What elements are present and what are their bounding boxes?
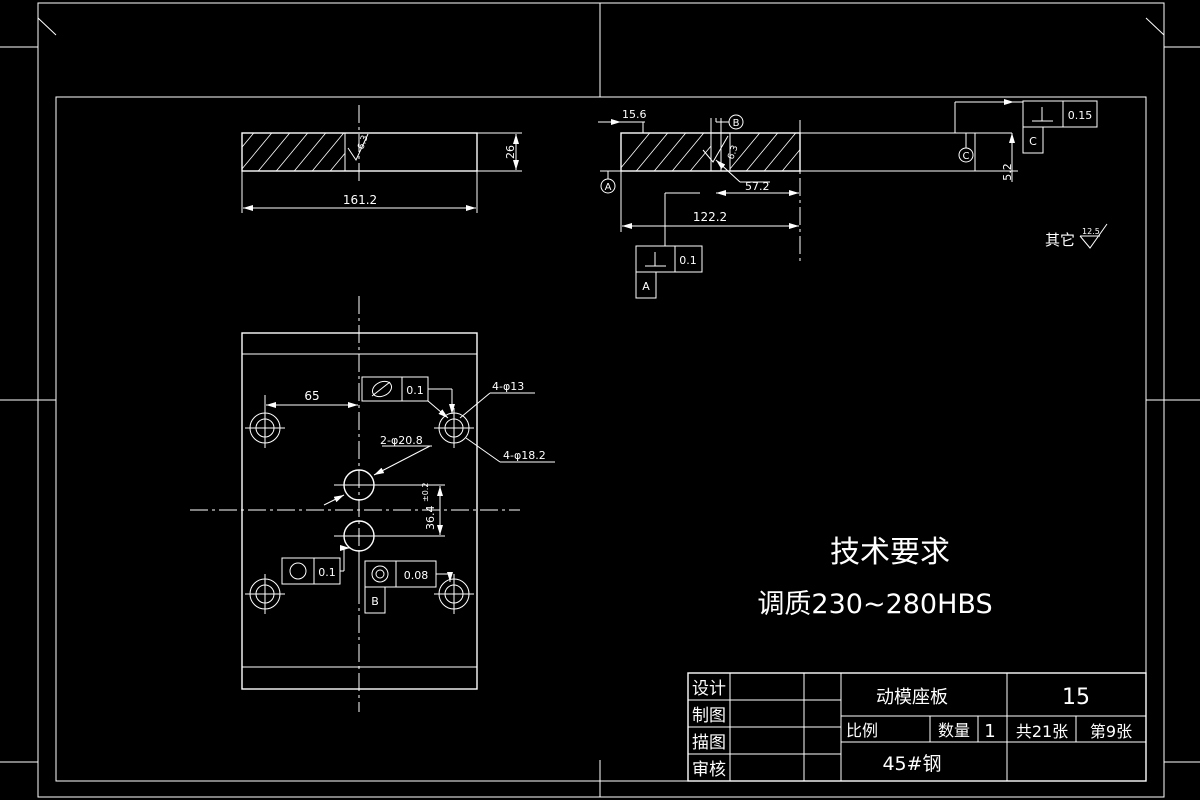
tol-perp-a: 0.1 <box>679 254 697 267</box>
corner-hole-top-right <box>434 408 474 448</box>
dim-122-2: 122.2 <box>693 210 727 224</box>
tol-coax: 0.08 <box>404 569 429 582</box>
dim-57-2: 57.2 <box>745 180 770 193</box>
top-view: 6.3 26 161.2 <box>241 105 522 213</box>
section-view: 15.6 B 6.3 57.2 122.2 A 0.1 A <box>598 99 1098 299</box>
sign-row-1: 制图 <box>692 706 726 726</box>
corner-hole-bottom-right <box>434 574 474 614</box>
dim-36-4-tol: ±0.2 <box>421 483 430 502</box>
sign-row-3: 审核 <box>692 760 726 780</box>
plan-view: 65 0.1 4-φ13 4-φ18.2 2-φ20.8 36.4 ±0.2 <box>190 296 555 712</box>
qty-value: 1 <box>984 721 995 742</box>
tol-cyl: 0.1 <box>406 384 424 397</box>
qty-label: 数量 <box>938 721 970 740</box>
tol-frame-c-datum: C <box>1029 135 1037 148</box>
other-roughness-value: 12.5 <box>1082 227 1100 236</box>
material: 45#钢 <box>882 753 941 775</box>
dim-5-2: 5.2 <box>1001 163 1014 181</box>
tech-title: 技术要求 <box>830 535 950 570</box>
hole-20-8: 2-φ20.8 <box>380 434 423 447</box>
dim-65: 65 <box>304 389 319 403</box>
sign-row-2: 描图 <box>692 733 726 753</box>
corner-hole-top-left <box>245 408 285 448</box>
hole-18-2: 4-φ18.2 <box>503 449 546 462</box>
part-name: 动模座板 <box>876 687 948 708</box>
sign-row-0: 设计 <box>692 679 726 699</box>
title-block: 设计 制图 描图 审核 动模座板 15 比例 数量 1 共21张 第9张 45#… <box>687 672 1147 782</box>
total-sheets: 共21张 <box>1016 722 1068 741</box>
hole-13: 4-φ13 <box>492 380 524 393</box>
other-label: 其它 <box>1045 231 1075 249</box>
datum-b-label: B <box>733 118 740 129</box>
width-dim: 161.2 <box>343 193 377 207</box>
dim-36-4: 36.4 <box>424 506 437 531</box>
plan-datum-b: B <box>371 595 379 608</box>
drawing-no: 15 <box>1062 685 1090 710</box>
other-roughness: 其它 12.5 <box>1045 223 1108 249</box>
tol-perp-c: 0.15 <box>1068 109 1093 122</box>
tol-frame-a-datum: A <box>642 280 650 293</box>
roughness-value: 6.3 <box>356 134 370 151</box>
thickness-dim: 26 <box>504 145 517 159</box>
tech-text: 调质230~280HBS <box>757 589 992 620</box>
datum-c-label: C <box>963 151 970 162</box>
sheet-no: 第9张 <box>1090 722 1132 741</box>
tol-round: 0.1 <box>318 566 336 579</box>
datum-a-label: A <box>605 182 612 193</box>
dim-15-6: 15.6 <box>622 108 647 121</box>
scale-label: 比例 <box>846 721 878 740</box>
section-roughness: 6.3 <box>726 144 740 161</box>
tech-requirements: 技术要求 调质230~280HBS <box>757 535 992 620</box>
corner-hole-bottom-left <box>245 574 285 614</box>
